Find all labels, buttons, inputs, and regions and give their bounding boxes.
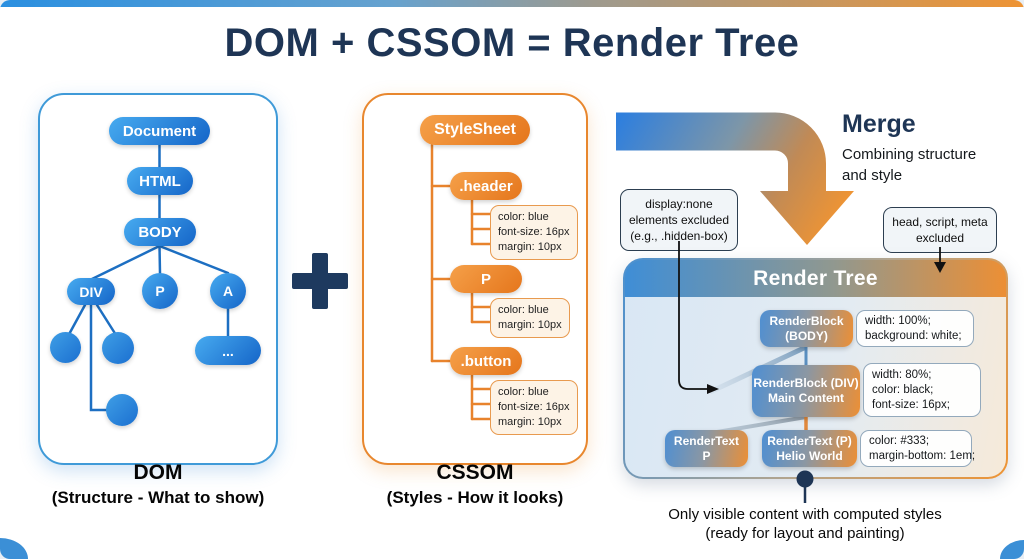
- prop-line: margin: 10px: [498, 416, 562, 428]
- dom-caption: DOM (Structure - What to show): [38, 461, 278, 508]
- prop-line: color: blue: [498, 386, 549, 398]
- plus-icon: [292, 253, 348, 309]
- cssom-sublabel: (Styles - How it looks): [386, 488, 564, 507]
- callout-line: elements excluded: [628, 213, 730, 227]
- cssom-caption: CSSOM (Styles - How it looks): [362, 461, 588, 508]
- dom-node-a: A: [210, 273, 246, 309]
- callout-line: excluded: [915, 231, 965, 245]
- caption-line-2: (ready for layout and painting): [705, 525, 905, 542]
- prop-line: margin: 10px: [498, 241, 562, 253]
- dom-tree-connectors: [65, 143, 230, 412]
- render-node-body: RenderBlock (BODY): [760, 310, 853, 347]
- callout-head-excluded: head, script, meta excluded: [883, 207, 997, 253]
- gradient-top-bar: [0, 0, 1024, 7]
- prop-line: color: blue: [498, 304, 549, 316]
- dom-node-anon-2: [102, 332, 134, 364]
- corner-accent-right: [1000, 540, 1024, 559]
- dom-sublabel: (Structure - What to show): [51, 488, 265, 507]
- render-node-subtitle: P: [702, 448, 711, 463]
- dom-label: DOM: [133, 461, 183, 484]
- dom-panel: Document HTML BODY DIV P A ...: [38, 93, 278, 465]
- dom-node-anon-3: [106, 394, 138, 426]
- render-tree-caption: Only visible content with computed style…: [600, 505, 1010, 543]
- cssom-root-node: StyleSheet: [420, 115, 530, 145]
- corner-accent-left: [0, 538, 28, 559]
- callout-display-none: display:none elements excluded (e.g., .h…: [620, 189, 738, 251]
- callout-line: head, script, meta: [892, 215, 988, 229]
- render-tree-header: Render Tree: [625, 260, 1006, 297]
- cssom-props-header: color: blue font-size: 16px margin: 10px: [490, 205, 578, 260]
- render-node-title: RenderText: [673, 433, 740, 448]
- render-node-title: RenderBlock (DIV): [753, 376, 859, 390]
- callout-line: (e.g., .hidden-box): [630, 229, 728, 243]
- prop-line: font-size: 16px: [498, 226, 570, 238]
- style-line: margin-bottom: 1em;: [869, 449, 976, 462]
- merge-arrow-icon: [616, 112, 854, 245]
- merge-subtitle-2: and style: [842, 167, 903, 184]
- style-line: color: #333;: [869, 434, 930, 447]
- cssom-props-p: color: blue margin: 10px: [490, 298, 570, 338]
- render-node-subtitle: Helio World: [776, 448, 843, 463]
- render-node-subtitle: Main Content: [768, 391, 844, 405]
- render-node-title: RenderText (P): [767, 433, 852, 448]
- dom-node-body: BODY: [124, 218, 196, 246]
- dom-node-html: HTML: [127, 167, 193, 195]
- style-line: background: white;: [865, 329, 962, 342]
- render-tree-panel: Render Tree: [623, 258, 1008, 479]
- cssom-rule-header: .header: [450, 172, 522, 200]
- render-style-p: color: #333; margin-bottom: 1em;: [860, 430, 976, 467]
- prop-line: margin: 10px: [498, 319, 562, 331]
- render-node-subtitle: (BODY): [785, 328, 828, 343]
- dom-node-anon-1: [50, 332, 81, 363]
- render-node-title: RenderBlock: [769, 313, 844, 328]
- render-node-text-p: RenderText P: [665, 430, 748, 467]
- style-line: width: 100%;: [865, 314, 931, 327]
- style-line: color: black;: [872, 383, 934, 396]
- cssom-rule-p: P: [450, 265, 522, 293]
- dom-node-more: ...: [195, 336, 261, 365]
- page-title: DOM + CSSOM = Render Tree: [224, 21, 800, 65]
- render-node-text-p2: RenderText (P) Helio World: [762, 430, 857, 467]
- style-line: font-size: 16px;: [872, 398, 950, 411]
- caption-line-1: Only visible content with computed style…: [668, 506, 942, 523]
- dom-node-div: DIV: [67, 278, 115, 305]
- render-tree-body: RenderBlock (BODY) width: 100%; backgrou…: [625, 297, 1006, 477]
- dom-node-document: Document: [109, 117, 210, 145]
- callout-line: display:none: [645, 197, 713, 211]
- cssom-props-button: color: blue font-size: 16px margin: 10px: [490, 380, 578, 435]
- merge-text-block: Merge Combining structure and style: [842, 110, 1012, 186]
- cssom-label: CSSOM: [436, 461, 514, 484]
- render-style-body: width: 100%; background: white;: [856, 310, 974, 347]
- render-node-div: RenderBlock (DIV) Main Content: [752, 365, 860, 417]
- cssom-panel: StyleSheet .header color: blue font-size…: [362, 93, 588, 465]
- merge-subtitle-1: Combining structure: [842, 146, 977, 163]
- style-line: width: 80%;: [872, 368, 932, 381]
- prop-line: color: blue: [498, 211, 549, 223]
- dom-node-p: P: [142, 273, 178, 309]
- cssom-tree-connectors: [430, 143, 492, 421]
- cssom-rule-button: .button: [450, 347, 522, 375]
- render-style-div: width: 80%; color: black; font-size: 16p…: [863, 363, 981, 417]
- prop-line: font-size: 16px: [498, 401, 570, 413]
- merge-title: Merge: [842, 110, 916, 138]
